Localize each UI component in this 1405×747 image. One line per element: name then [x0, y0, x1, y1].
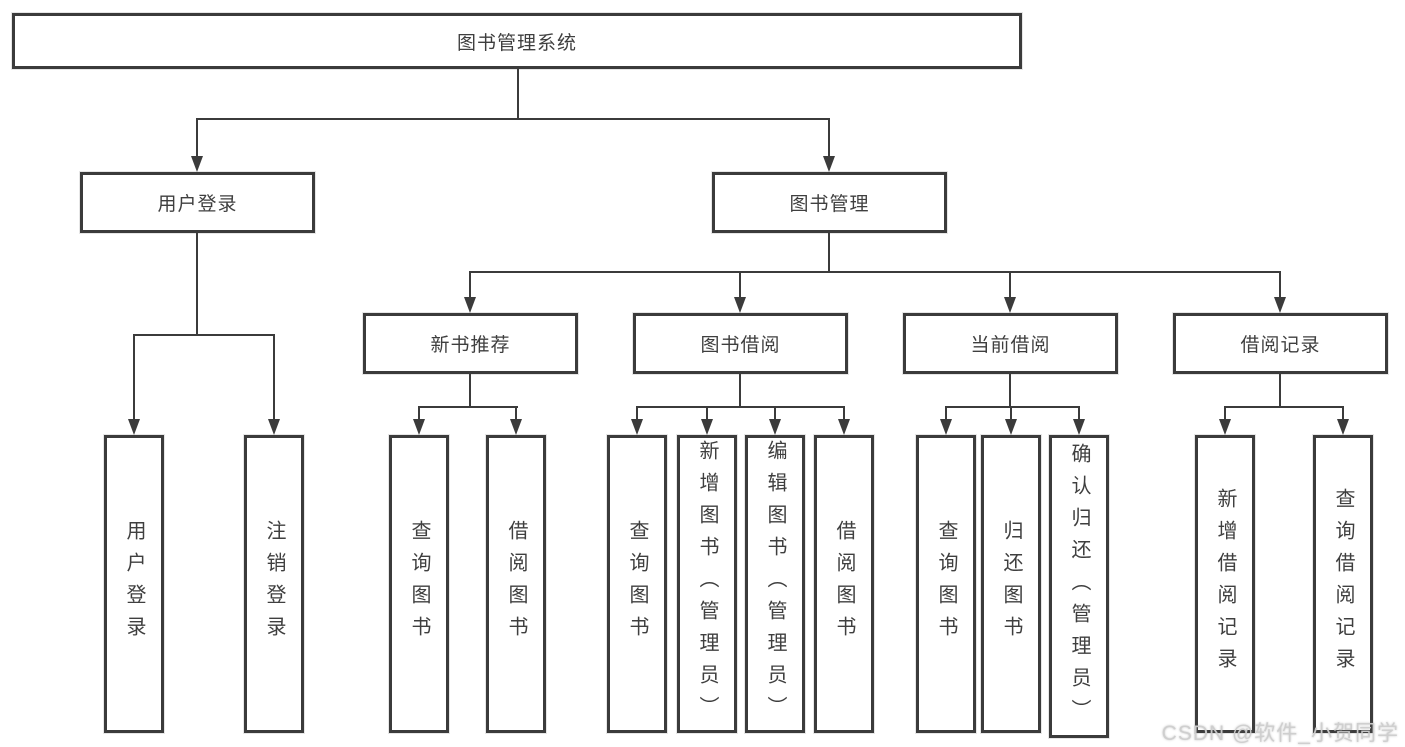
arrow-down-icon [128, 419, 140, 435]
connector-line [133, 334, 135, 421]
arrow-down-icon [838, 419, 850, 435]
connector-line [843, 406, 845, 422]
node-book-mgmt: 图书管理 [712, 172, 947, 233]
arrow-down-icon [769, 419, 781, 435]
connector-line [469, 271, 471, 299]
connector-line [706, 406, 708, 422]
leaf-bb-add-books-admin: 新增图书（管理员） [677, 435, 737, 733]
arrow-down-icon [268, 419, 280, 435]
connector-line [469, 373, 471, 408]
connector-line [469, 271, 1281, 273]
leaf-cb-query-books: 查询图书 [916, 435, 976, 733]
connector-line [828, 118, 830, 160]
arrow-down-icon [823, 156, 835, 172]
arrow-down-icon [1004, 297, 1016, 313]
node-book-borrow: 图书借阅 [633, 313, 848, 374]
connector-line [945, 406, 1080, 408]
leaf-nb-query-books: 查询图书 [389, 435, 449, 733]
connector-line [196, 233, 198, 336]
connector-line [1009, 373, 1011, 408]
node-new-book-recommend: 新书推荐 [363, 313, 578, 374]
connector-line [739, 271, 741, 299]
leaf-bb-query-books: 查询图书 [607, 435, 667, 733]
leaf-nb-borrow-books: 借阅图书 [486, 435, 546, 733]
leaf-cb-confirm-return-admin: 确认归还（管理员） [1049, 435, 1109, 738]
arrow-down-icon [1073, 419, 1085, 435]
connector-line [133, 334, 275, 336]
arrow-down-icon [464, 297, 476, 313]
connector-line [1279, 271, 1281, 299]
connector-line [1224, 406, 1226, 422]
arrow-down-icon [940, 419, 952, 435]
leaf-user-login: 用户登录 [104, 435, 164, 733]
arrow-down-icon [1219, 419, 1231, 435]
node-current-borrow: 当前借阅 [903, 313, 1118, 374]
arrow-down-icon [1274, 297, 1286, 313]
connector-line [196, 118, 198, 160]
connector-line [945, 406, 947, 422]
arrow-down-icon [734, 297, 746, 313]
connector-line [1342, 406, 1344, 422]
node-root: 图书管理系统 [12, 13, 1022, 69]
arrow-down-icon [701, 419, 713, 435]
connector-line [418, 406, 420, 422]
connector-line [517, 68, 519, 120]
arrow-down-icon [413, 419, 425, 435]
connector-line [418, 406, 518, 408]
connector-line [739, 373, 741, 408]
leaf-br-add-record: 新增借阅记录 [1195, 435, 1255, 733]
node-borrow-records: 借阅记录 [1173, 313, 1388, 374]
connector-line [1009, 271, 1011, 299]
connector-line [196, 118, 830, 120]
leaf-bb-borrow-books: 借阅图书 [814, 435, 874, 733]
connector-line [1279, 373, 1281, 408]
node-user-login: 用户登录 [80, 172, 315, 233]
connector-line [828, 233, 830, 273]
arrow-down-icon [191, 156, 203, 172]
arrow-down-icon [510, 419, 522, 435]
leaf-cb-return-books: 归还图书 [981, 435, 1041, 733]
connector-line [636, 406, 845, 408]
csdn-watermark: CSDN @软件_小贺同学 [1161, 722, 1399, 745]
connector-line [1010, 406, 1012, 422]
connector-line [1224, 406, 1344, 408]
arrow-down-icon [1005, 419, 1017, 435]
connector-line [774, 406, 776, 422]
leaf-logout: 注销登录 [244, 435, 304, 733]
arrow-down-icon [1337, 419, 1349, 435]
leaf-bb-edit-books-admin: 编辑图书（管理员） [745, 435, 805, 733]
arrow-down-icon [631, 419, 643, 435]
connector-line [273, 334, 275, 421]
connector-line [636, 406, 638, 422]
leaf-br-query-record: 查询借阅记录 [1313, 435, 1373, 733]
connector-line [1078, 406, 1080, 422]
connector-line [515, 406, 517, 422]
